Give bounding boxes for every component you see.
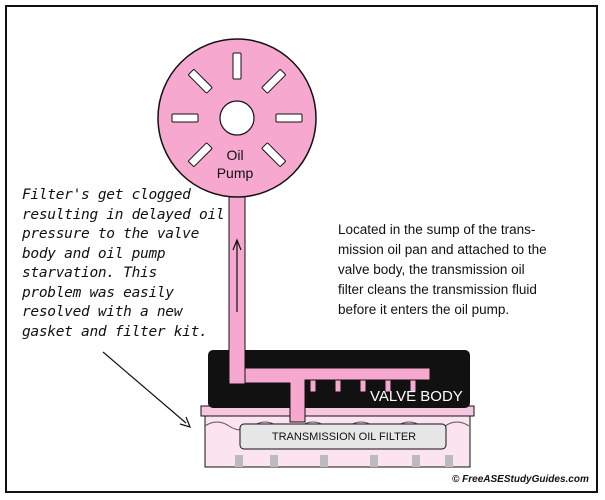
oil-pump-label: Oil Pump [205,146,265,182]
diagram-frame [5,5,598,493]
description-line: before it enters the oil pump. [338,302,510,317]
transmission-oil-filter [239,423,447,450]
clogged-filter-note: Filter's get clogged resulting in delaye… [22,186,225,342]
copyright-notice: © FreeASEStudyGuides.com [452,474,589,485]
oil-pump [157,38,317,198]
valve-body-label: VALVE BODY [370,388,463,405]
note-line: resulting in delayed oil [22,206,225,223]
note-line: resolved with a new [22,304,183,320]
filter-description: Located in the sump of the trans- missio… [338,220,588,320]
note-line: problem was easily [22,284,174,301]
description-line: valve body, the transmission oil [338,262,525,277]
description-line: filter cleans the transmission fluid [338,282,537,297]
note-line: starvation. This [22,265,157,281]
note-line: Filter's get clogged [22,187,191,203]
description-line: Located in the sump of the trans- [338,222,536,237]
filter-label: TRANSMISSION OIL FILTER [271,431,417,443]
oil-pump-label-line1: Oil [226,147,244,163]
note-line: pressure to the valve [22,226,200,242]
description-line: mission oil pan and attached to the [338,242,547,257]
oil-pump-label-line2: Pump [216,165,254,181]
note-line: body and oil pump [22,245,166,262]
pointer-arrow [102,351,192,428]
note-line: gasket and filter kit. [22,323,208,340]
pump-feed-tube [228,185,246,385]
